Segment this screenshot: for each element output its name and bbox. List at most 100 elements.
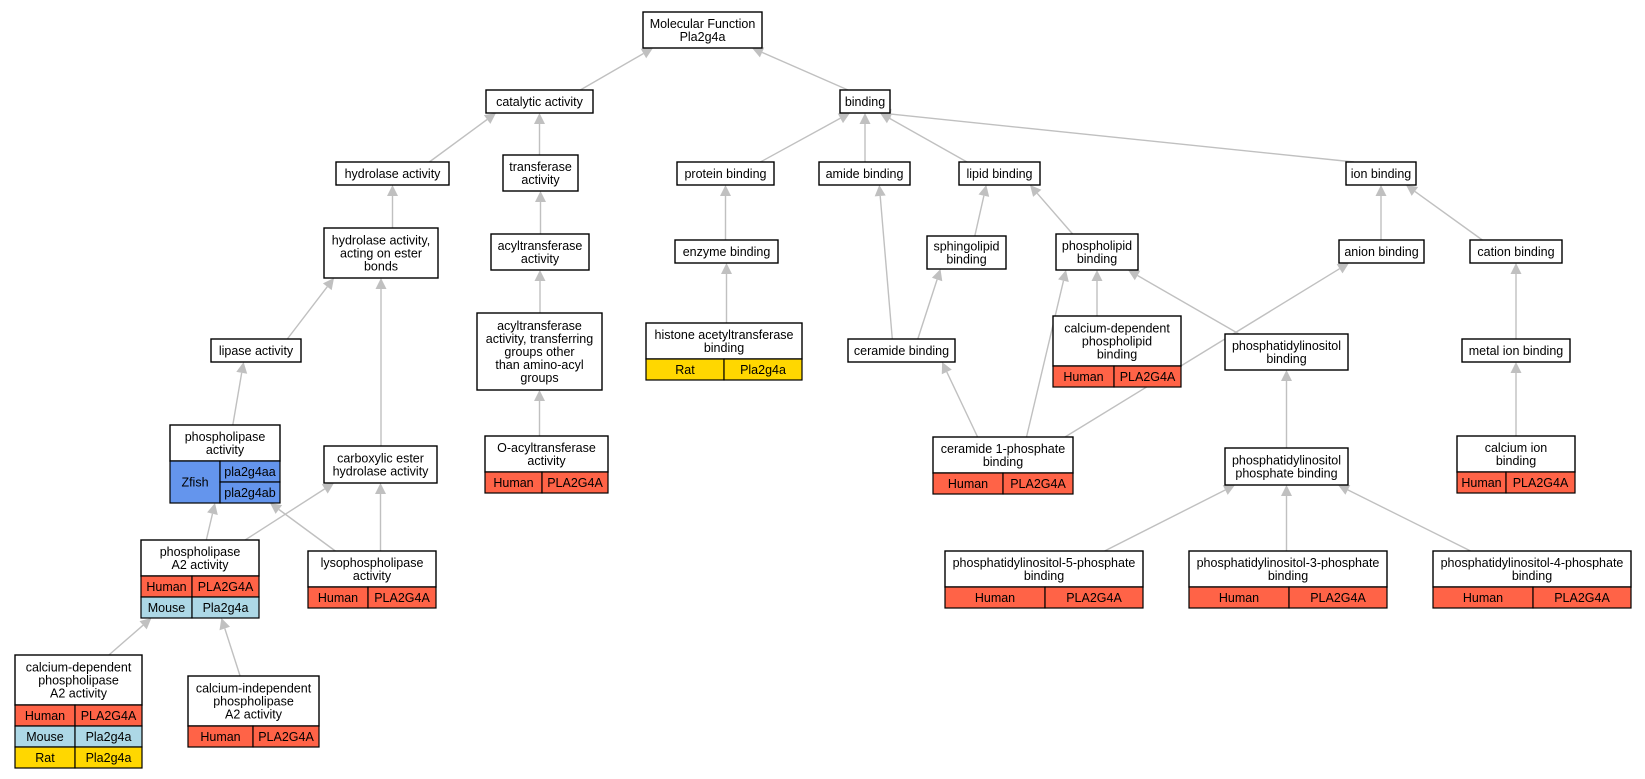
gene-symbol-cell	[219, 481, 281, 504]
go-term-node-cation-binding[interactable]: cation binding	[1469, 239, 1563, 264]
arrowhead	[207, 503, 218, 515]
edge-line	[224, 628, 241, 677]
term-label-line: than amino-acyl	[495, 358, 583, 372]
term-label-line: histone acetyltransferase	[655, 328, 794, 342]
term-label-line: carboxylic ester	[337, 452, 424, 466]
edge-phospholipase-a2-to-phospholipase	[205, 503, 218, 541]
edge-line	[1414, 190, 1483, 241]
species-label: Mouse	[148, 601, 186, 615]
term-label-box	[926, 235, 1007, 270]
edge-ceramide-1-phosphate-binding-to-anion-binding	[1064, 263, 1349, 438]
edge-enzyme-binding-to-protein-binding	[720, 185, 731, 240]
gene-symbol-label: pla2g4ab	[224, 486, 275, 500]
species-label: Human	[948, 477, 988, 491]
gene-symbol-cell	[1532, 586, 1632, 609]
arrowhead	[720, 185, 731, 196]
arrowhead	[752, 47, 765, 58]
gene-symbol-cell	[723, 358, 803, 381]
gene-symbol-cell	[1002, 472, 1074, 495]
edge-ca-independent-pla2-to-phospholipase-a2	[219, 618, 241, 677]
term-label-box	[847, 338, 956, 363]
term-label-line: phosphatidylinositol	[1232, 339, 1341, 353]
term-label-box	[169, 424, 281, 462]
gene-symbol-label: Pla2g4a	[740, 363, 786, 377]
arrowhead	[534, 390, 545, 401]
arrowhead	[375, 278, 387, 289]
go-term-node-lipid-binding[interactable]: lipid binding	[958, 161, 1041, 186]
edge-line	[428, 118, 488, 163]
go-term-node-amide-binding[interactable]: amide binding	[818, 161, 911, 186]
term-label-line: phospholipase	[38, 674, 119, 688]
term-label-line: bonds	[364, 260, 398, 274]
go-term-node-protein-binding[interactable]: protein binding	[676, 161, 775, 186]
edge-ca-phospholipid-binding-to-phospholipid-binding	[1091, 270, 1103, 316]
arrowhead	[534, 113, 545, 124]
term-label-line: phosphatidylinositol-5-phosphate	[953, 556, 1136, 570]
term-label-box	[502, 154, 579, 192]
go-term-node-phospholipase[interactable]: phospholipaseactivityZfishpla2g4aapla2g4…	[169, 424, 281, 504]
gene-symbol-cell	[1505, 471, 1576, 494]
species-label: Human	[975, 591, 1015, 605]
term-label-line: calcium-dependent	[1064, 322, 1170, 336]
edge-hydrolase-ester-to-hydrolase	[387, 185, 398, 229]
go-term-node-pi5p-binding[interactable]: phosphatidylinositol-5-phosphatebindingH…	[944, 550, 1144, 609]
go-term-node-enzyme-binding[interactable]: enzyme binding	[674, 239, 779, 264]
edge-lipase-to-hydrolase-ester	[286, 278, 334, 340]
term-label-line: calcium-independent	[196, 682, 312, 696]
go-term-node-binding[interactable]: binding	[839, 89, 891, 114]
go-term-node-hydrolase[interactable]: hydrolase activity	[335, 161, 450, 186]
go-term-node-ceramide-binding[interactable]: ceramide binding	[847, 338, 956, 363]
term-label-box	[140, 539, 260, 577]
term-label-line: binding	[946, 253, 986, 267]
go-term-node-anion-binding[interactable]: anion binding	[1338, 239, 1425, 264]
edge-pi5p-binding-to-phosphatidylinositol-phosphate-binding	[1104, 485, 1235, 552]
species-label: Human	[1063, 370, 1103, 384]
arrowhead	[1510, 362, 1522, 373]
term-label-line: binding	[704, 341, 744, 355]
go-term-node-ca-phospholipid-binding[interactable]: calcium-dependentphospholipidbindingHuma…	[1052, 315, 1182, 388]
go-term-node-pi3p-binding[interactable]: phosphatidylinositol-3-phosphatebindingH…	[1188, 550, 1388, 609]
go-term-node-metal-ion-binding[interactable]: metal ion binding	[1461, 338, 1571, 363]
edge-protein-binding-to-binding	[760, 113, 850, 163]
term-label-box	[485, 89, 594, 114]
gene-symbol-label: PLA2G4A	[374, 591, 430, 605]
go-term-node-catalytic[interactable]: catalytic activity	[485, 89, 594, 114]
gene-symbol-label: Pla2g4a	[86, 730, 132, 744]
term-label-box	[944, 550, 1144, 588]
term-label-line: sphingolipid	[933, 240, 999, 254]
gene-symbol-label: PLA2G4A	[1513, 476, 1569, 490]
go-term-node-pi4p-binding[interactable]: phosphatidylinositol-4-phosphatebindingH…	[1432, 550, 1632, 609]
arrowhead	[375, 483, 386, 494]
gene-symbol-cell	[1113, 365, 1182, 388]
arrowhead	[721, 263, 732, 274]
edge-line	[1347, 489, 1471, 552]
go-term-node-lipase[interactable]: lipase activity	[210, 338, 302, 363]
term-label-box	[958, 161, 1041, 186]
term-label-line: calcium ion	[1485, 441, 1548, 455]
term-label-line: binding	[1268, 569, 1308, 583]
go-term-node-ion-binding[interactable]: ion binding	[1345, 161, 1417, 186]
term-label-box	[1461, 338, 1571, 363]
gene-symbol-label: PLA2G4A	[547, 476, 603, 490]
term-label-line: A2 activity	[172, 558, 230, 572]
arrowhead	[1222, 485, 1235, 495]
term-label-box	[323, 227, 439, 279]
